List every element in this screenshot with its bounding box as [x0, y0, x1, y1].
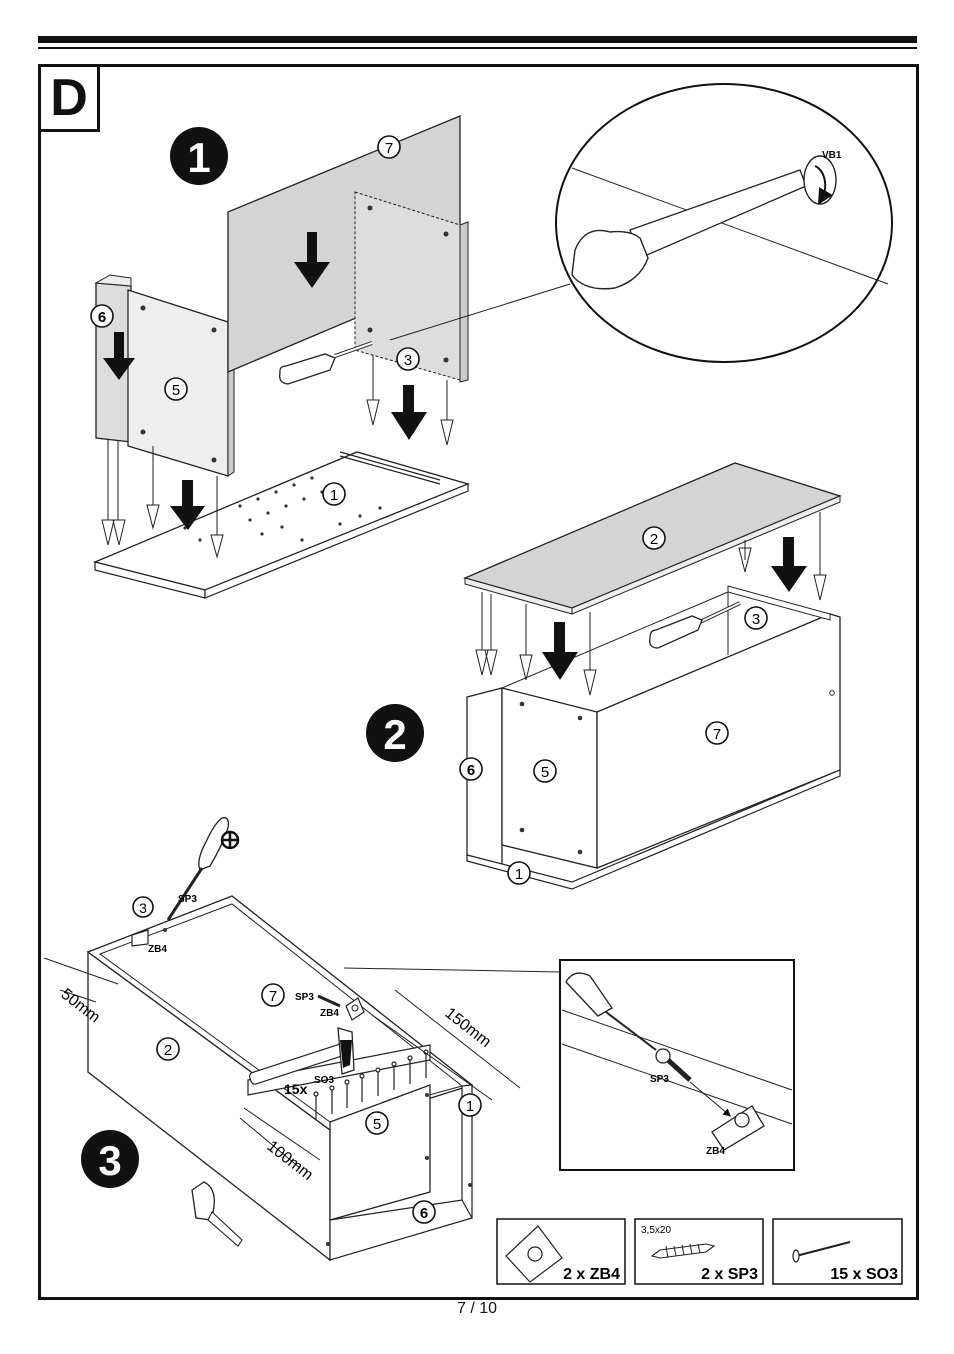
- page-number: 7 / 10: [456, 1300, 498, 1317]
- nail-count: 15x: [284, 1081, 308, 1097]
- tape-measure-icon: [191, 1181, 243, 1247]
- svg-text:5: 5: [172, 382, 180, 399]
- corner-block-zb4: [131, 929, 149, 947]
- part-label: 1: [507, 861, 531, 885]
- svg-text:2 x SP3: 2 x SP3: [701, 1266, 758, 1283]
- part-label: 3: [132, 896, 154, 918]
- hammer-icon: [249, 1027, 355, 1085]
- svg-text:3,5x20: 3,5x20: [641, 1225, 671, 1236]
- svg-text:2 x ZB4: 2 x ZB4: [563, 1266, 620, 1283]
- part-label: 7: [705, 721, 729, 745]
- svg-text:1: 1: [515, 866, 523, 883]
- detail-zoom-box: SP3 ZB4: [559, 959, 795, 1171]
- part-label: 7: [261, 983, 285, 1007]
- detail-zoom-circle: VB1: [555, 83, 893, 363]
- zoom-leader: [389, 283, 571, 341]
- svg-text:3: 3: [139, 900, 147, 916]
- part-label: 7: [377, 135, 401, 159]
- dimension-lines: [43, 957, 521, 1169]
- part-label: 3: [744, 606, 768, 630]
- screwdriver-icon: [649, 601, 741, 649]
- screwdriver-icon: [279, 341, 373, 385]
- part-label: 5: [164, 377, 188, 401]
- screw-sp3: [317, 994, 365, 1021]
- part-label: 5: [365, 1111, 389, 1135]
- nail-row: [313, 1049, 429, 1120]
- part-label: 1: [458, 1093, 482, 1117]
- parts-list-item: 3,5x20 2 x SP3: [634, 1218, 764, 1285]
- label-sp3: SP3: [295, 992, 314, 1003]
- phillips-icon: [220, 830, 240, 850]
- dowel-guides: [475, 512, 827, 696]
- svg-text:6: 6: [467, 762, 475, 779]
- header-rule: [38, 47, 917, 49]
- dowel-guides: [101, 355, 454, 559]
- part-label: 6: [90, 304, 114, 328]
- svg-text:7: 7: [713, 726, 721, 743]
- label-so3: SO3: [314, 1075, 334, 1086]
- down-arrow-icon: [103, 232, 427, 530]
- label-zb4: ZB4: [148, 944, 167, 955]
- corner-block-icon: [505, 1225, 563, 1283]
- svg-text:2: 2: [383, 711, 406, 758]
- step-3-badge: 3: [81, 1130, 139, 1188]
- back-panel-7: [227, 115, 469, 383]
- svg-text:1: 1: [330, 487, 338, 504]
- svg-text:7: 7: [385, 140, 393, 157]
- parts-list-item: 15 x SO3: [772, 1218, 903, 1285]
- section-letter: D: [38, 64, 100, 132]
- bottom-panel-1: [92, 451, 470, 599]
- screw-icon: [650, 1243, 716, 1259]
- svg-text:3: 3: [98, 1137, 121, 1184]
- part-label: 5: [533, 759, 557, 783]
- part-label: 2: [642, 526, 666, 550]
- part-label: 3: [396, 347, 420, 371]
- svg-text:7: 7: [269, 988, 277, 1005]
- label-zb4: ZB4: [320, 1008, 339, 1019]
- zoom-leader: [343, 967, 561, 973]
- step-2-badge: 2: [366, 704, 424, 762]
- svg-text:2: 2: [164, 1042, 172, 1059]
- down-arrow-icon: [542, 537, 807, 680]
- part-label: 6: [459, 757, 483, 781]
- svg-text:15 x SO3: 15 x SO3: [830, 1266, 898, 1283]
- svg-text:3: 3: [404, 352, 412, 369]
- part-label: 6: [412, 1200, 436, 1224]
- part-label: 2: [156, 1037, 180, 1061]
- header-bar: [38, 36, 917, 43]
- svg-text:1: 1: [466, 1098, 474, 1115]
- svg-text:VB1: VB1: [822, 150, 842, 161]
- svg-text:6: 6: [420, 1205, 428, 1222]
- label-sp3: SP3: [178, 894, 197, 905]
- parts-list-item: 2 x ZB4: [496, 1218, 626, 1285]
- svg-text:1: 1: [187, 134, 210, 181]
- svg-text:6: 6: [98, 309, 106, 326]
- svg-text:5: 5: [541, 764, 549, 781]
- nail-icon: [792, 1241, 851, 1263]
- part-label: 1: [322, 482, 346, 506]
- svg-text:ZB4: ZB4: [706, 1146, 725, 1157]
- step-1-badge: 1: [170, 127, 228, 185]
- svg-text:3: 3: [752, 611, 760, 628]
- svg-text:SP3: SP3: [650, 1074, 669, 1085]
- instruction-frame: [38, 64, 919, 1300]
- dimension-150: 150mm: [442, 1005, 495, 1051]
- svg-text:5: 5: [373, 1116, 381, 1133]
- svg-text:2: 2: [650, 531, 658, 548]
